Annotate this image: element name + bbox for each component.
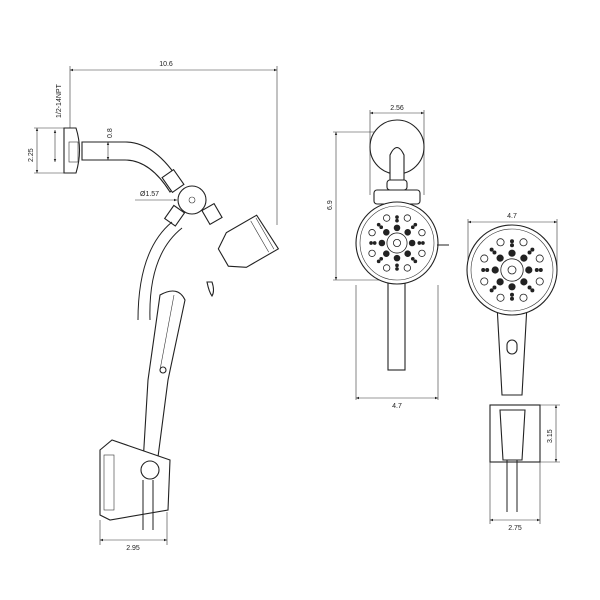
nozzle — [368, 229, 376, 237]
nozzle — [525, 266, 533, 274]
front-head-width-label: 4.7 — [392, 403, 402, 410]
nozzle — [496, 293, 505, 302]
nozzle — [509, 292, 514, 297]
hand-head-width-label: 4.7 — [507, 213, 517, 220]
nozzle — [395, 215, 399, 219]
nozzle — [383, 229, 390, 236]
nozzle — [535, 277, 544, 286]
nozzle — [520, 278, 528, 286]
nozzle — [519, 293, 528, 302]
nozzle — [369, 241, 373, 245]
holder-height-label: 3.15 — [547, 429, 554, 443]
nozzle — [403, 264, 411, 272]
nozzle — [395, 263, 399, 268]
nozzle — [507, 265, 517, 275]
nozzle — [418, 229, 426, 237]
nozzle — [480, 254, 489, 263]
nozzle — [491, 266, 499, 274]
nozzle — [535, 254, 544, 263]
thread-label: 1/2-14NPT — [56, 83, 63, 118]
nozzle — [496, 278, 504, 286]
nozzle — [378, 239, 386, 247]
front-arm-width-label: 2.56 — [390, 105, 404, 112]
nozzle — [492, 250, 497, 255]
nozzle — [496, 238, 505, 247]
nozzle — [417, 241, 422, 245]
nozzle — [403, 214, 411, 222]
nozzle — [376, 222, 381, 227]
nozzle — [480, 277, 489, 286]
nozzle — [519, 238, 528, 247]
nozzle — [538, 267, 543, 272]
nozzle — [376, 259, 381, 264]
nozzle — [509, 243, 514, 248]
nozzle — [520, 254, 528, 262]
nozzle — [404, 229, 411, 236]
nozzle — [481, 267, 486, 272]
nozzle — [410, 225, 415, 230]
front-view: 2.56 6.9 4.7 — [327, 105, 449, 410]
holder-width-side-label: 2.95 — [126, 545, 140, 552]
nozzle — [379, 225, 384, 230]
wall-flange — [63, 127, 81, 174]
nozzle — [393, 224, 401, 232]
nozzle — [485, 267, 490, 272]
nozzle — [383, 250, 390, 257]
flange-height-label: 2.25 — [28, 148, 35, 162]
side-shower-head — [217, 214, 280, 268]
ball-diameter-label: Ø1.57 — [140, 191, 159, 198]
nozzle — [530, 247, 535, 252]
nozzle — [372, 241, 377, 245]
nozzle — [413, 222, 418, 227]
hose — [137, 221, 173, 321]
shower-arm — [81, 141, 181, 193]
nozzle — [383, 264, 391, 272]
nozzle — [383, 214, 391, 222]
side-view: 10.6 1/2-14NPT 2.25 0.8 Ø1.57 — [28, 61, 280, 552]
nozzle — [492, 285, 497, 290]
nozzle — [527, 285, 532, 290]
side-handheld — [141, 290, 186, 481]
nozzle — [393, 254, 401, 262]
nozzle — [509, 239, 514, 244]
nozzle — [530, 288, 535, 293]
nozzle — [379, 256, 384, 261]
diverter-ball — [177, 185, 207, 215]
front-stem — [387, 274, 406, 371]
nozzle — [418, 249, 426, 257]
nozzle — [395, 267, 399, 271]
nozzle — [368, 249, 376, 257]
reach-label: 10.6 — [159, 61, 173, 68]
arm-diameter-label: 0.8 — [107, 128, 114, 138]
nozzle — [410, 256, 415, 261]
nozzle — [508, 249, 516, 257]
front-height-label: 6.9 — [327, 200, 334, 210]
side-holder — [99, 439, 171, 521]
nozzle — [408, 239, 416, 247]
handheld-front-view: 4.7 3.15 2.75 — [466, 213, 560, 532]
nozzle — [534, 267, 539, 272]
nozzle — [489, 288, 494, 293]
nozzle — [404, 250, 411, 257]
nozzle — [496, 254, 504, 262]
nozzle — [421, 241, 425, 245]
nozzle — [509, 296, 514, 301]
holder-width-front-label: 2.75 — [508, 525, 522, 532]
nozzle — [392, 238, 401, 247]
nozzle — [413, 259, 418, 264]
nozzle — [508, 283, 516, 291]
nozzle — [395, 218, 399, 223]
nozzle — [489, 247, 494, 252]
nozzle — [527, 250, 532, 255]
